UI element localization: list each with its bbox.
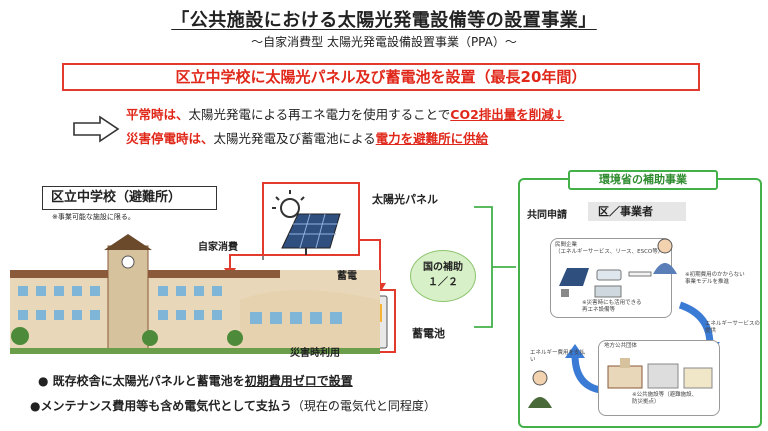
bullet1-text: 既存校舎に太陽光パネルと蓄電池を <box>52 374 245 388</box>
headline-banner: 区立中学校に太陽光パネル及び蓄電池を設置（最長20年間） <box>62 63 700 91</box>
school-system-diagram <box>10 182 396 354</box>
disaster-equipment-note: ※災害時にも活用できる <box>582 300 642 306</box>
energy-payment-note: エネルギー費用を支払い <box>530 350 586 363</box>
equipment-illustrations <box>559 268 652 298</box>
bullet-maintenance: ●メンテナンス費用等も含め電気代として支払う（現在の電気代と同程度） <box>30 397 436 414</box>
school-title-box: 区立中学校（避難所） <box>42 186 217 210</box>
bullet-dot: ● <box>38 374 49 388</box>
private-company-desc: （エネルギーサービス、リース、ESCO等） <box>555 249 664 255</box>
normal-time-line: 平常時は、太陽光発電による再エネ電力を使用することでCO2排出量を削減↓ <box>126 104 564 123</box>
public-facilities-illustration <box>607 358 713 389</box>
battery-icon <box>561 289 569 297</box>
right-arrow-icon <box>73 115 120 143</box>
renewable-equipment-note: 再エネ設備等 <box>582 307 616 313</box>
solar-panel-label: 太陽光パネル <box>372 193 438 206</box>
sun-icon <box>272 190 305 218</box>
page-title: 「公共施設における太陽光発電設備等の設置事業」 <box>171 10 597 31</box>
air-conditioner-icon <box>596 269 622 281</box>
public-facility-note: ※公共施設等（避難施設、防災拠点） <box>632 392 698 405</box>
power-supply-text: 電力を避難所に供給 <box>375 131 489 146</box>
solar-panel-icon <box>281 213 341 255</box>
subsidy-label: 国の補助 <box>423 262 463 273</box>
self-consumption-arrow <box>229 254 263 270</box>
disaster-time-line: 災害停電時は、太陽光発電及び蓄電池による電力を避難所に供給 <box>126 128 488 147</box>
town-hall-icon <box>647 363 679 389</box>
official-person-icon <box>528 370 552 408</box>
bullet2-text: ●メンテナンス費用等も含め電気代として支払う <box>30 399 292 413</box>
disaster-time-text: 太陽光発電及び蓄電池による <box>213 131 376 146</box>
school-note: ※事業可能な施設に限る。 <box>52 213 135 221</box>
disaster-use-label: 災害時利用 <box>290 348 340 359</box>
normal-time-lead: 平常時は、 <box>126 107 189 122</box>
co2-reduction-text: CO2排出量を削減↓ <box>450 107 565 122</box>
hvac-unit-icon <box>594 285 622 298</box>
subsidy-bracket <box>474 206 516 328</box>
bullet2-paren-text: （現在の電気代と同程度） <box>291 399 436 413</box>
self-consumption-label: 自家消費 <box>198 242 238 253</box>
env-ministry-title: 環境省の補助事業 <box>568 170 718 190</box>
bullet-initial-cost: ● 既存校舎に太陽光パネルと蓄電池を初期費用ゼロで設置 <box>38 372 353 389</box>
joint-application-label: 共同申請 <box>527 210 567 221</box>
business-person-icon <box>653 238 677 274</box>
charging-label: 蓄電 <box>337 271 357 282</box>
community-building-icon <box>683 367 713 389</box>
applicants-box: 区／事業者 <box>588 202 686 221</box>
page-subtitle: ～自家消費型 太陽光発電設備設置事業（PPA）～ <box>251 35 517 49</box>
local-government-label: 地方公共団体 <box>604 343 638 349</box>
subsidy-ratio: １／２ <box>428 277 458 288</box>
payment-flow-arrow <box>571 354 601 394</box>
private-company-label: 民間企業 <box>555 242 578 248</box>
normal-time-text: 太陽光発電による再エネ電力を使用することで <box>188 107 451 122</box>
no-initial-cost-note: ※初期費用のかからない事業モデルを推進 <box>685 272 745 285</box>
disaster-time-lead: 災害停電時は、 <box>126 131 214 146</box>
school-building-illustration <box>10 234 380 354</box>
energy-service-note: エネルギーサービスの提供 <box>705 321 760 334</box>
national-subsidy-badge: 国の補助 １／２ <box>410 250 476 302</box>
solar-panel-icon <box>559 268 589 286</box>
battery-label: 蓄電池 <box>412 327 445 340</box>
school-building-icon <box>607 358 643 389</box>
bullet1-underline-text: 初期費用ゼロで設置 <box>244 374 353 388</box>
led-light-icon <box>628 271 652 277</box>
